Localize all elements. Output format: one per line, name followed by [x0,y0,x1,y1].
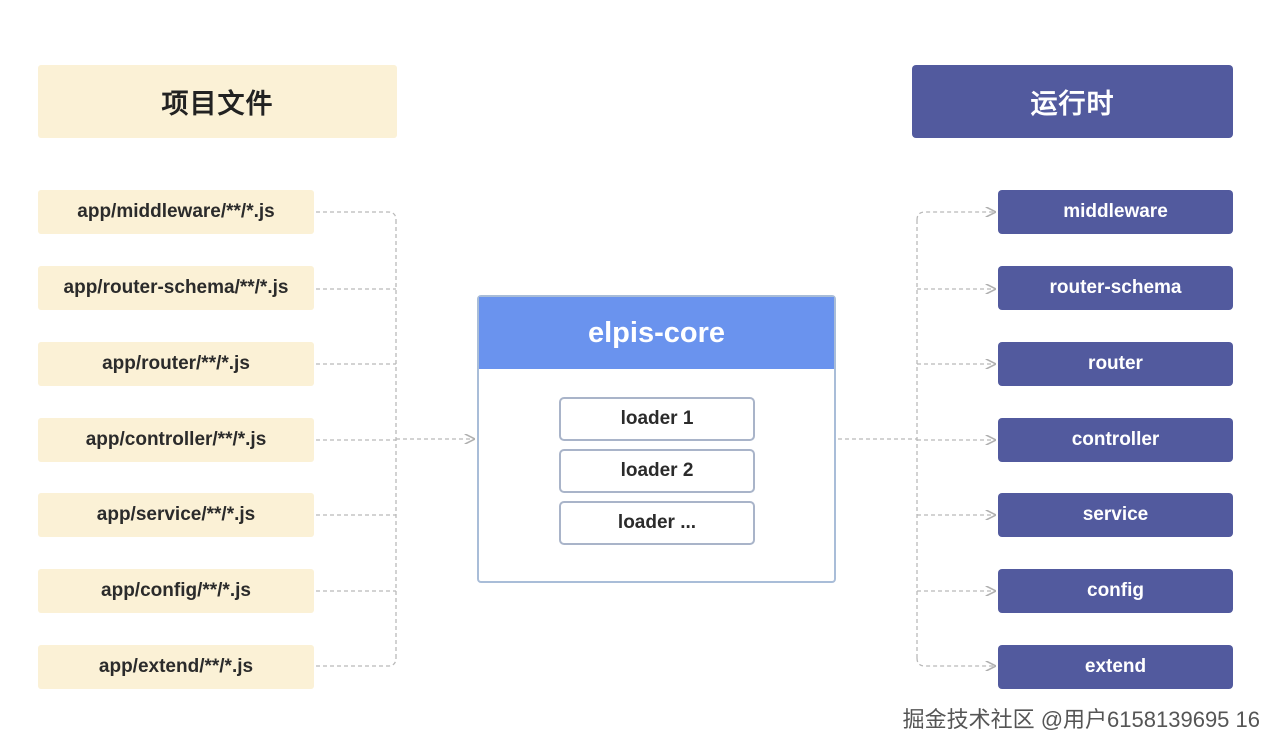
module-config: config [998,569,1233,613]
connector-module-middleware [916,212,995,221]
file-middleware: app/middleware/**/*.js [38,190,314,234]
module-controller: controller [998,418,1233,462]
module-extend: extend [998,645,1233,689]
file-config: app/config/**/*.js [38,569,314,613]
connector-file-middleware [316,211,397,221]
connector-file-extend [316,657,397,667]
loader-2: loader 2 [559,449,755,493]
file-service: app/service/**/*.js [38,493,314,537]
runtime-header: 运行时 [912,65,1233,138]
project-files-header: 项目文件 [38,65,397,138]
file-controller: app/controller/**/*.js [38,418,314,462]
file-router: app/router/**/*.js [38,342,314,386]
elpis-core-title: elpis-core [479,297,834,369]
loader-1: loader 1 [559,397,755,441]
module-middleware: middleware [998,190,1233,234]
module-router: router [998,342,1233,386]
file-router-schema: app/router-schema/**/*.js [38,266,314,310]
module-router-schema: router-schema [998,266,1233,310]
loader-more: loader ... [559,501,755,545]
watermark-text: 掘金技术社区 @用户6158139695 16 [902,707,1260,732]
file-extend: app/extend/**/*.js [38,645,314,689]
connector-module-extend [916,657,995,666]
elpis-core-box: elpis-core loader 1 loader 2 loader ... [477,295,836,583]
module-service: service [998,493,1233,537]
